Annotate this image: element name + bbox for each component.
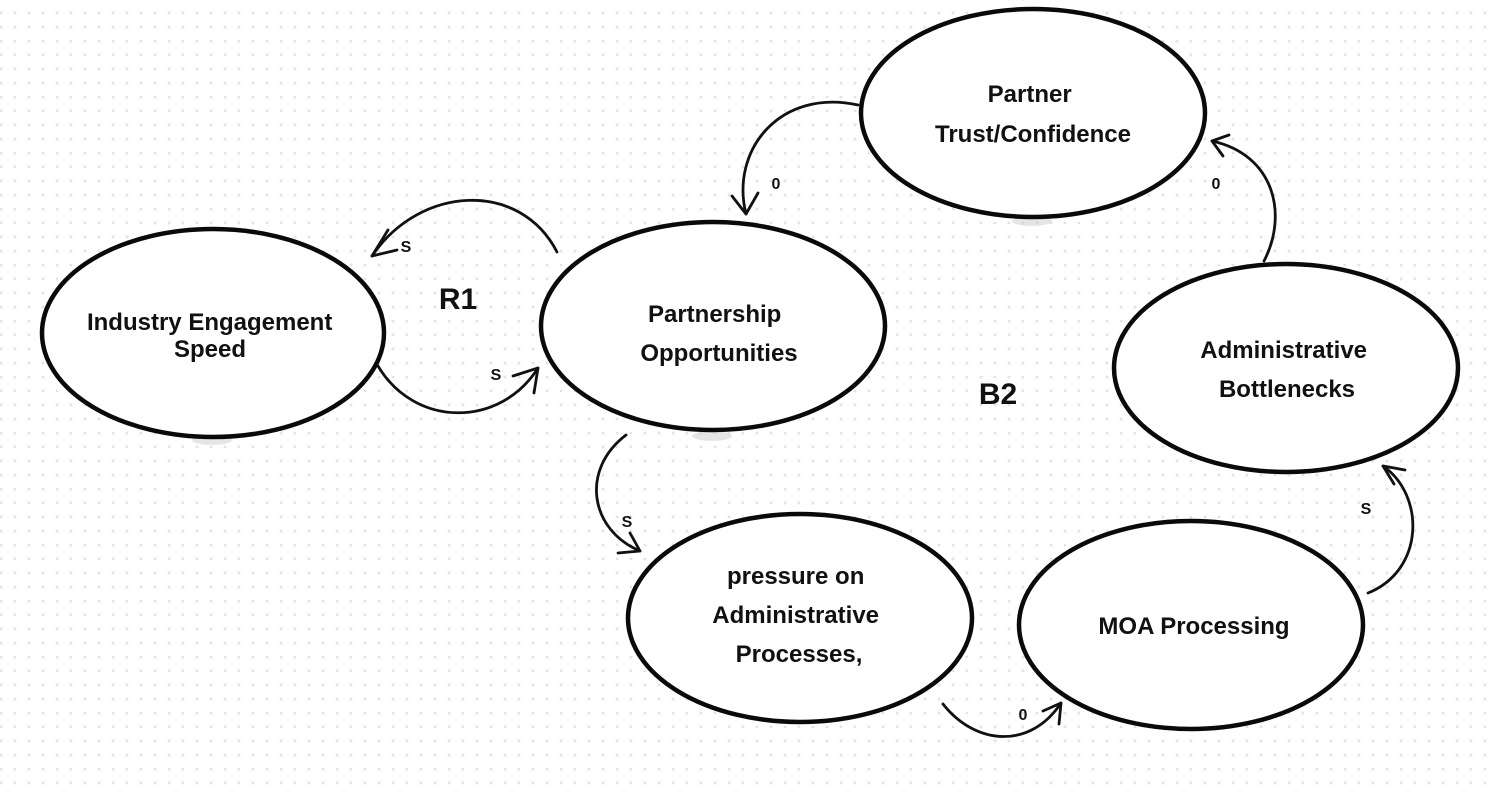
node-partner-trust-confidence: Partner Trust/Confidence	[858, 6, 1208, 226]
node-label: Partnership Opportunities	[640, 301, 797, 367]
node-partnership-opportunities: Partnership Opportunities	[538, 219, 888, 441]
loop-label-r1: R1	[439, 283, 477, 316]
edge-moa-to-bottlenecks: S	[1361, 464, 1415, 595]
edge-partnership-to-industry: S	[370, 198, 559, 258]
node-pressure-on-administrative-processes: pressure on Administrative Processes,	[625, 511, 975, 725]
edge-industry-to-partnership: S	[376, 364, 540, 415]
polarity-label: S	[401, 239, 412, 256]
node-moa-processing: MOA Processing	[1016, 518, 1366, 732]
edge-pressure-to-moa: 0	[941, 701, 1063, 738]
polarity-label: S	[1361, 501, 1372, 518]
node-label: Administrative Bottlenecks	[1200, 337, 1373, 403]
edge-trust-to-partnership: 0	[730, 100, 860, 216]
polarity-label: S	[491, 367, 502, 384]
edges: S S 0 S 0 S	[370, 100, 1415, 738]
edge-partnership-to-pressure: S	[595, 433, 642, 555]
node-label: Partner Trust/Confidence	[935, 81, 1131, 148]
polarity-label: 0	[1212, 176, 1221, 193]
loop-label-b2: B2	[979, 378, 1017, 411]
polarity-label: 0	[1019, 707, 1028, 724]
node-industry-engagement-speed: Industry Engagement Speed	[39, 226, 387, 445]
node-label: pressure on Administrative Processes,	[712, 563, 885, 668]
node-label: Industry Engagement Speed	[87, 309, 339, 363]
node-label: MOA Processing	[1098, 613, 1289, 640]
polarity-label: 0	[772, 176, 781, 193]
edge-bottlenecks-to-trust: 0	[1210, 133, 1277, 263]
nodes: Industry Engagement Speed Partnership Op…	[39, 6, 1461, 732]
node-administrative-bottlenecks: Administrative Bottlenecks	[1111, 261, 1461, 475]
polarity-label: S	[622, 514, 633, 531]
